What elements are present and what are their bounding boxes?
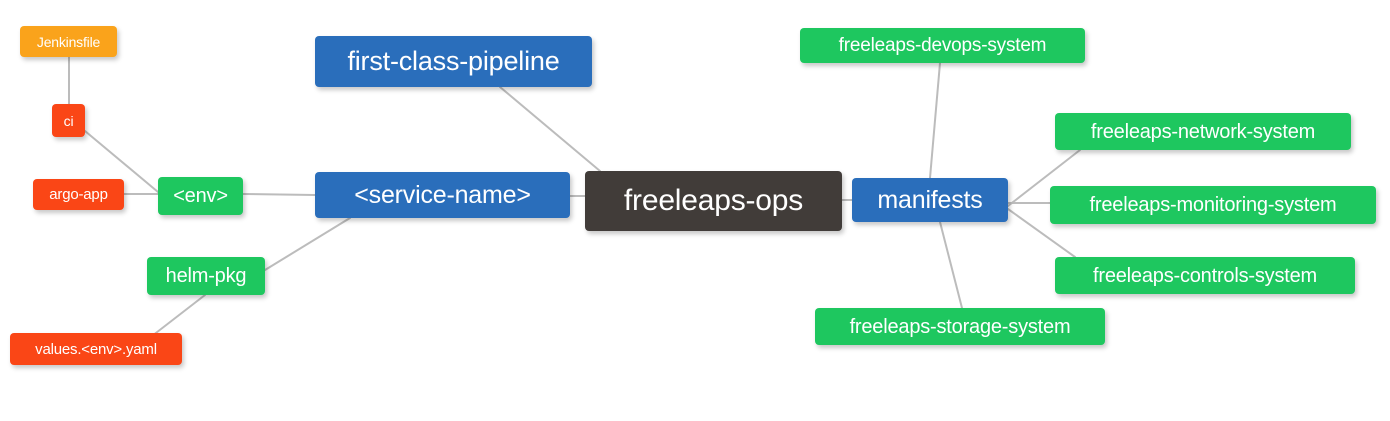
node-freeleaps-controls-system[interactable]: freeleaps-controls-system <box>1055 257 1355 294</box>
node-label-freeleaps-network-system: freeleaps-network-system <box>1090 120 1316 143</box>
node-freeleaps-monitoring-system[interactable]: freeleaps-monitoring-system <box>1050 186 1376 224</box>
node-label-helm-pkg: helm-pkg <box>165 265 247 287</box>
edge-service-name-to-helm-pkg <box>264 217 351 271</box>
edge-first-class-pipeline-to-freeleaps-ops <box>499 86 601 172</box>
node-freeleaps-ops[interactable]: freeleaps-ops <box>585 171 842 231</box>
edge-env-to-service-name <box>242 193 316 196</box>
edge-manifests-to-freeleaps-storage-system <box>939 221 963 309</box>
node-label-jenkinsfile: Jenkinsfile <box>36 33 101 50</box>
node-freeleaps-storage-system[interactable]: freeleaps-storage-system <box>815 308 1105 345</box>
node-freeleaps-network-system[interactable]: freeleaps-network-system <box>1055 113 1351 150</box>
edge-helm-pkg-to-values-env-yaml <box>151 294 206 337</box>
node-label-manifests: manifests <box>877 185 983 214</box>
node-label-argo-app: argo-app <box>49 186 108 203</box>
node-label-env: <env> <box>173 185 228 207</box>
node-env[interactable]: <env> <box>158 177 243 215</box>
node-label-first-class-pipeline: first-class-pipeline <box>347 46 560 76</box>
node-label-freeleaps-storage-system: freeleaps-storage-system <box>849 315 1071 338</box>
node-first-class-pipeline[interactable]: first-class-pipeline <box>315 36 592 87</box>
node-helm-pkg[interactable]: helm-pkg <box>147 257 265 295</box>
edge-manifests-to-freeleaps-devops-system <box>929 62 941 179</box>
node-label-freeleaps-monitoring-system: freeleaps-monitoring-system <box>1089 194 1337 216</box>
node-label-freeleaps-controls-system: freeleaps-controls-system <box>1093 264 1317 287</box>
node-label-service-name: <service-name> <box>354 180 531 209</box>
node-label-ci: ci <box>63 112 74 129</box>
node-service-name[interactable]: <service-name> <box>315 172 570 218</box>
node-manifests[interactable]: manifests <box>852 178 1008 222</box>
node-label-freeleaps-ops: freeleaps-ops <box>623 184 804 217</box>
node-argo-app[interactable]: argo-app <box>33 179 124 210</box>
node-freeleaps-devops-system[interactable]: freeleaps-devops-system <box>800 28 1085 63</box>
node-ci[interactable]: ci <box>52 104 85 137</box>
node-jenkinsfile[interactable]: Jenkinsfile <box>20 26 117 57</box>
node-values-env-yaml[interactable]: values.<env>.yaml <box>10 333 182 365</box>
node-label-freeleaps-devops-system: freeleaps-devops-system <box>838 35 1047 56</box>
node-label-values-env-yaml: values.<env>.yaml <box>35 340 157 358</box>
